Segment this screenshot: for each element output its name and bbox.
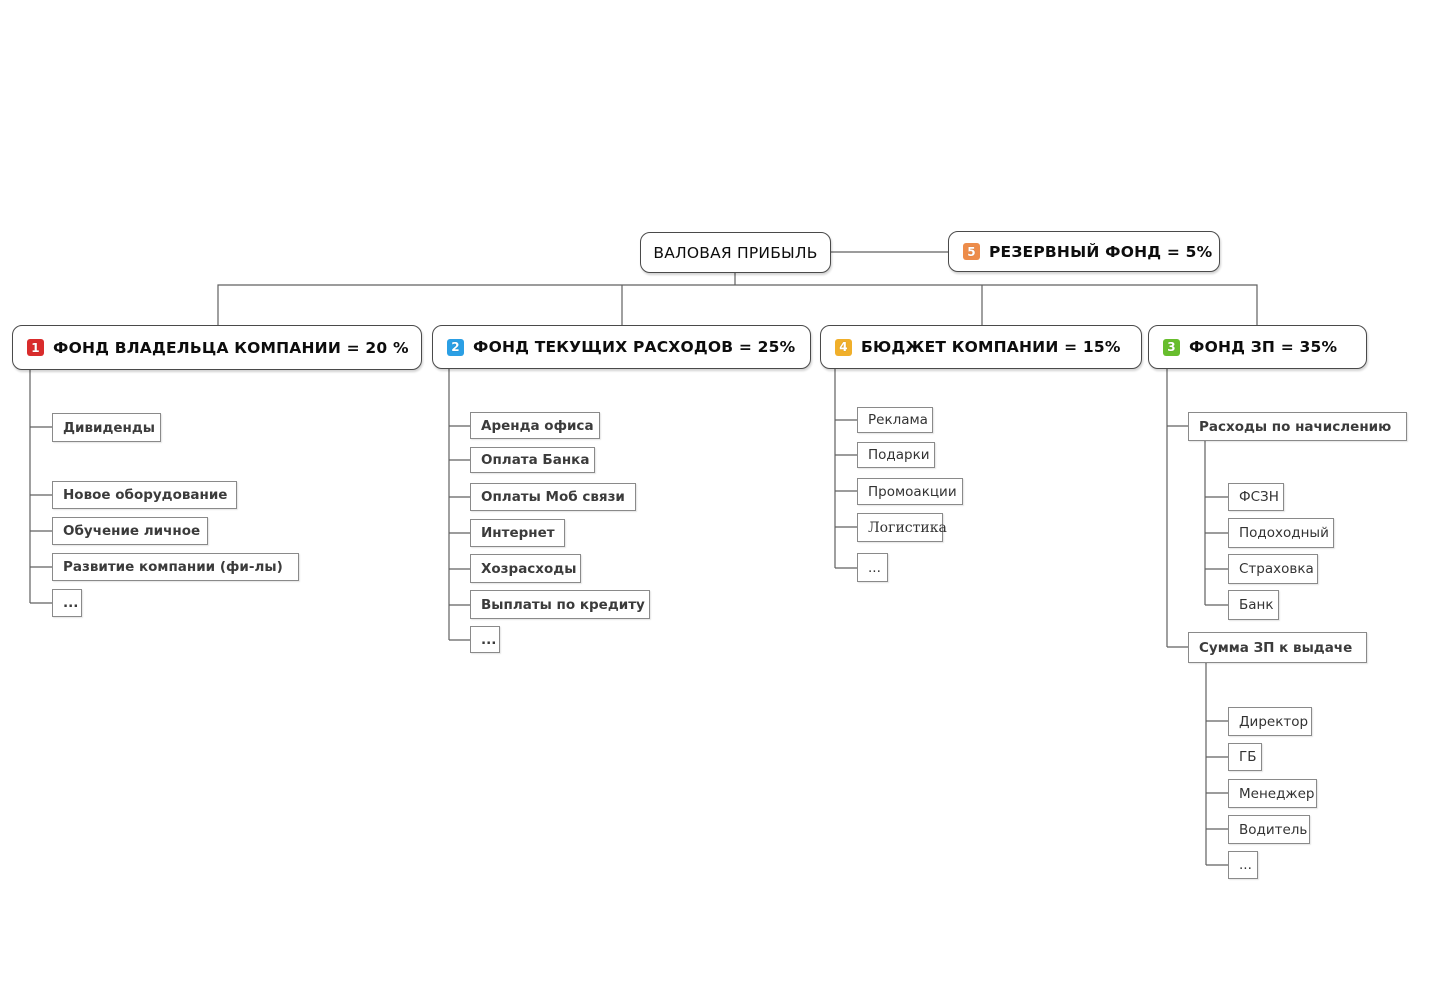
node-fszn[interactable]: ФСЗН	[1228, 483, 1284, 511]
root-topic[interactable]: ВАЛОВАЯ ПРИБЫЛЬ	[640, 232, 831, 273]
node-label: Дивиденды	[63, 419, 155, 436]
node-label: ...	[63, 595, 79, 611]
node-label: Расходы по начислению	[1199, 418, 1392, 435]
node-label: Подарки	[868, 447, 930, 463]
node-driver[interactable]: Водитель	[1228, 815, 1310, 844]
node-ellipsis-budget[interactable]: ...	[857, 553, 888, 582]
priority-5-icon: 5	[963, 243, 980, 260]
node-label: Развитие компании (фи-лы)	[63, 559, 283, 575]
node-label: Логистика	[868, 519, 947, 536]
branch-current-expenses-label: ФОНД ТЕКУЩИХ РАСХОДОВ = 25%	[473, 338, 796, 356]
priority-4-icon: 4	[835, 338, 852, 356]
branch-salary-fund[interactable]: 3 ФОНД ЗП = 35%	[1148, 325, 1367, 369]
node-bank-payment[interactable]: Оплата Банка	[470, 447, 595, 473]
priority-1-icon: 1	[27, 339, 44, 356]
node-label: ФСЗН	[1239, 489, 1279, 505]
branch-current-expenses[interactable]: 2 ФОНД ТЕКУЩИХ РАСХОДОВ = 25%	[432, 325, 811, 369]
node-label: ...	[868, 559, 881, 576]
node-insurance[interactable]: Страховка	[1228, 554, 1318, 584]
node-manager[interactable]: Менеджер	[1228, 779, 1317, 808]
reserve-fund-label: РЕЗЕРВНЫЙ ФОНД = 5%	[989, 242, 1213, 261]
node-advertising[interactable]: Реклама	[857, 407, 933, 433]
node-label: Аренда офиса	[481, 417, 594, 434]
node-label: ...	[481, 631, 497, 648]
node-label: Выплаты по кредиту	[481, 596, 645, 613]
node-gifts[interactable]: Подарки	[857, 442, 935, 468]
node-label: Интернет	[481, 525, 555, 541]
node-label: Менеджер	[1239, 785, 1315, 802]
branch-company-budget-label: БЮДЖЕТ КОМПАНИИ = 15%	[861, 338, 1121, 356]
priority-2-icon: 2	[447, 338, 464, 356]
node-ellipsis-salary[interactable]: ...	[1228, 851, 1258, 879]
node-office-rent[interactable]: Аренда офиса	[470, 412, 600, 439]
node-internet[interactable]: Интернет	[470, 519, 565, 547]
node-label: ...	[1239, 857, 1252, 873]
branch-owner-fund-label: ФОНД ВЛАДЕЛЬЦА КОМПАНИИ = 20 %	[53, 338, 409, 357]
node-credit-payments[interactable]: Выплаты по кредиту	[470, 590, 650, 619]
reserve-fund-topic[interactable]: 5 РЕЗЕРВНЫЙ ФОНД = 5%	[948, 231, 1220, 272]
node-label: ГБ	[1239, 749, 1257, 765]
node-chief-accountant[interactable]: ГБ	[1228, 743, 1262, 771]
node-label: Хозрасходы	[481, 560, 577, 577]
node-label: Водитель	[1239, 821, 1308, 838]
root-topic-label: ВАЛОВАЯ ПРИБЫЛЬ	[653, 243, 818, 262]
priority-3-icon: 3	[1163, 338, 1180, 356]
node-dividends[interactable]: Дивиденды	[52, 413, 161, 442]
node-director[interactable]: Директор	[1228, 707, 1312, 736]
node-ellipsis-owner[interactable]: ...	[52, 589, 82, 617]
node-label: Реклама	[868, 412, 928, 428]
branch-owner-fund[interactable]: 1 ФОНД ВЛАДЕЛЬЦА КОМПАНИИ = 20 %	[12, 325, 422, 370]
node-label: Промоакции	[868, 483, 957, 500]
node-label: Новое оборудование	[63, 487, 228, 503]
node-bank[interactable]: Банк	[1228, 590, 1279, 620]
node-new-equipment[interactable]: Новое оборудование	[52, 481, 237, 509]
node-company-development[interactable]: Развитие компании (фи-лы)	[52, 553, 299, 581]
node-logistics[interactable]: Логистика	[857, 513, 947, 542]
node-label: Оплата Банка	[481, 452, 590, 468]
node-household-expenses[interactable]: Хозрасходы	[470, 554, 581, 583]
node-ellipsis-expenses[interactable]: ...	[470, 626, 500, 653]
branch-salary-fund-label: ФОНД ЗП = 35%	[1189, 338, 1338, 356]
node-salary-to-pay[interactable]: Сумма ЗП к выдаче	[1188, 632, 1367, 663]
node-accrual-expenses[interactable]: Расходы по начислению	[1188, 412, 1407, 441]
node-label: Страховка	[1239, 561, 1314, 577]
node-promotions[interactable]: Промоакции	[857, 478, 963, 505]
node-mobile-payments[interactable]: Оплаты Моб связи	[470, 483, 636, 511]
node-label: Сумма ЗП к выдаче	[1199, 639, 1353, 656]
node-label: Подоходный	[1239, 525, 1329, 541]
node-personal-training[interactable]: Обучение личное	[52, 517, 208, 545]
node-label: Обучение личное	[63, 523, 201, 539]
node-label: Банк	[1239, 597, 1274, 613]
branch-company-budget[interactable]: 4 БЮДЖЕТ КОМПАНИИ = 15%	[820, 325, 1142, 369]
node-label: Директор	[1239, 713, 1309, 730]
node-income-tax[interactable]: Подоходный	[1228, 518, 1334, 548]
node-label: Оплаты Моб связи	[481, 489, 625, 505]
